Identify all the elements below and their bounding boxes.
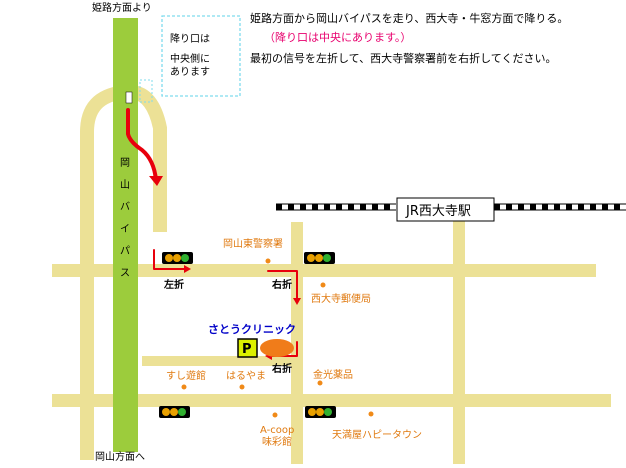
exit-note-line2: 中央側に [170,52,210,65]
instruction-line3: 最初の信号を左折して、西大寺警察署前を右折してください。 [250,51,556,65]
turn-left-label: 左折 [163,278,184,291]
lower-main-road [52,394,611,407]
acoop-label-line2: 味彩館 [262,435,292,448]
turn-right-label-clinic: 右折 [271,362,292,375]
exit-ramp [125,91,133,104]
landmarks: 岡山東警察署 西大寺郵便局 すし遊館 はるやま 金光薬品 A-coop 味彩館 … [166,237,422,448]
exit-zone-dashed [139,79,153,103]
exit-note-box [161,15,241,97]
route-bypass-exit [126,108,158,182]
place-dot [181,384,187,390]
traffic-light-icon [304,252,335,264]
place-dot [239,384,245,390]
railway [276,203,626,211]
clinic-marker [260,339,294,357]
to-okayama-label: 岡山方面へ [95,450,145,463]
traffic-light-icon [305,406,336,418]
station-label: JR西大寺駅 [405,204,471,219]
place-dot [272,412,278,418]
parking-icon [237,338,258,358]
exit-note-line1: 降り口は [170,32,210,45]
from-himeji-label: 姫路方面より [92,1,152,14]
exit-note-line3: あります [170,66,210,78]
post-office-label: 西大寺郵便局 [311,292,371,305]
traffic-light-icon [162,252,193,264]
route-left-turn [153,249,187,270]
okayama-bypass [113,18,138,452]
sushi-label: すし遊館 [166,369,206,382]
instruction-line2: （降り口は中央にあります。） [264,30,411,44]
acoop-label-line1: A-coop [260,425,294,436]
instruction-line1: 姫路方面から岡山バイパスを走り、西大寺・牛窓方面で降りる。 [250,11,568,25]
bypass-char: パ [120,245,130,257]
place-dot [368,411,374,417]
turn-right-label-police: 右折 [271,278,292,291]
arrowhead-right1 [293,298,301,305]
traffic-light-icon [159,406,190,418]
haruyama-label: はるやま [226,370,266,382]
bypass-label: 岡 山 バ イ パ ス [120,157,130,279]
station-box [396,197,495,222]
clinic-label: さとうクリニック [208,323,296,336]
route-right-turn-police [267,270,298,301]
clinic-access-road [142,356,294,366]
parking-label: P [242,342,252,357]
bypass-char: ス [120,268,130,279]
kinko-label: 金光薬品 [313,368,353,381]
station-road [453,214,465,464]
police-label: 岡山東警察署 [223,237,283,250]
tenmaya-label: 天満屋ハピータウン [332,429,422,441]
place-dot [317,380,323,386]
bypass-char: 岡 [120,157,130,169]
place-dot [265,258,271,264]
bypass-char: バ [120,201,130,213]
arrowhead-bypass [149,176,163,186]
bypass-char: イ [120,224,130,235]
place-dot [320,282,326,288]
arrowhead-left [184,265,191,273]
bypass-char: 山 [120,179,130,191]
